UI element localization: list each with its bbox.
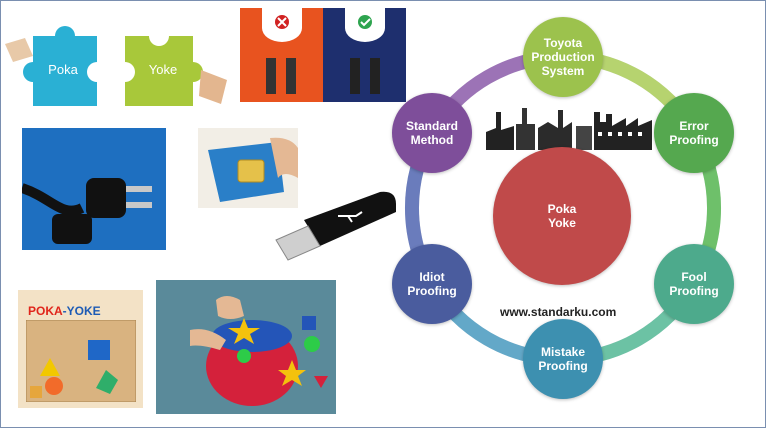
node-mistake-proofing: Mistake Proofing [523,319,603,399]
puzzle-icon: Poka Yoke [5,26,227,106]
shape-sorter-toy-icon [156,280,336,414]
node-idiot-proofing: Idiot Proofing [392,244,472,324]
center-circle: Poka Yoke [493,147,631,285]
cube-label: POKA-YOKE [28,304,101,318]
cube-label-poka: POKA [28,304,63,318]
right-hand [199,70,227,104]
yoke-piece [125,36,203,106]
poka-piece [23,26,97,106]
node-standard-method: Standard Method [392,93,472,173]
node-label: Idiot Proofing [407,270,457,298]
center-label: Poka Yoke [547,202,577,230]
usb-drive-icon [275,191,396,261]
node-error-proofing: Error Proofing [654,93,734,173]
website-label: www.standarku.com [500,305,617,319]
puzzle-right-label: Yoke [149,62,177,77]
safety-sign-icon [240,8,406,102]
node-label: Toyota Production System [531,36,595,78]
node-label: Standard Method [405,119,458,147]
cube-label-yoke: -YOKE [62,304,101,318]
left-hand [5,38,33,62]
check-icon [358,15,372,29]
node-label: Mistake Proofing [538,345,588,373]
puzzle-left-label: Poka [48,62,78,77]
node-toyota-production-system: Toyota Production System [523,17,603,97]
node-label: Fool Proofing [669,270,719,298]
node-label: Error Proofing [669,119,719,147]
node-fool-proofing: Fool Proofing [654,244,734,324]
sim-card-icon [198,128,298,208]
power-plug-icon [22,128,166,250]
factory-icon [486,108,652,150]
shape-sorter-cube-icon: POKA-YOKE [18,290,143,408]
